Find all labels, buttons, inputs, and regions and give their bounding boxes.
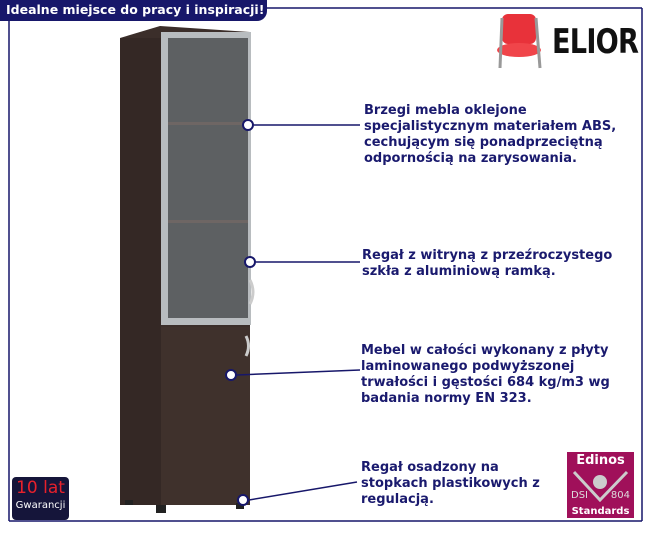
chair-icon	[497, 14, 542, 69]
warranty-label: Gwarancji	[15, 500, 66, 511]
certificate-right: 804	[610, 490, 630, 501]
callout-glass: Regał z witryną z przeźroczystego szkła …	[362, 248, 613, 279]
callout-dot-edges	[242, 119, 254, 131]
certificate-left: DSI	[571, 490, 588, 501]
warranty-badge: 10 lat Gwarancji	[12, 477, 69, 520]
callout-material: Mebel w całości wykonany z płyty laminow…	[361, 343, 610, 406]
certificate-badge: Edinos DSI 804 Standards	[567, 452, 634, 518]
callout-edges: Brzegi mebla oklejone specjalistycznym m…	[364, 103, 617, 166]
elior-logo: ELIOR	[488, 10, 639, 70]
certificate-emblem-icon	[572, 470, 629, 502]
callout-dot-material	[225, 369, 237, 381]
callout-dot-glass	[244, 256, 256, 268]
certificate-bottom: Standards	[571, 506, 630, 517]
callout-dot-feet	[237, 494, 249, 506]
callout-feet: Regał osadzony na stopkach plastikowych …	[361, 460, 540, 507]
header-banner: Idealne miejsce do pracy i inspiracji!	[0, 0, 267, 21]
brand-name: ELIOR	[552, 22, 639, 62]
cabinet-image	[120, 26, 255, 513]
warranty-years: 10 lat	[16, 478, 65, 498]
certificate-title: Edinos	[576, 453, 625, 468]
